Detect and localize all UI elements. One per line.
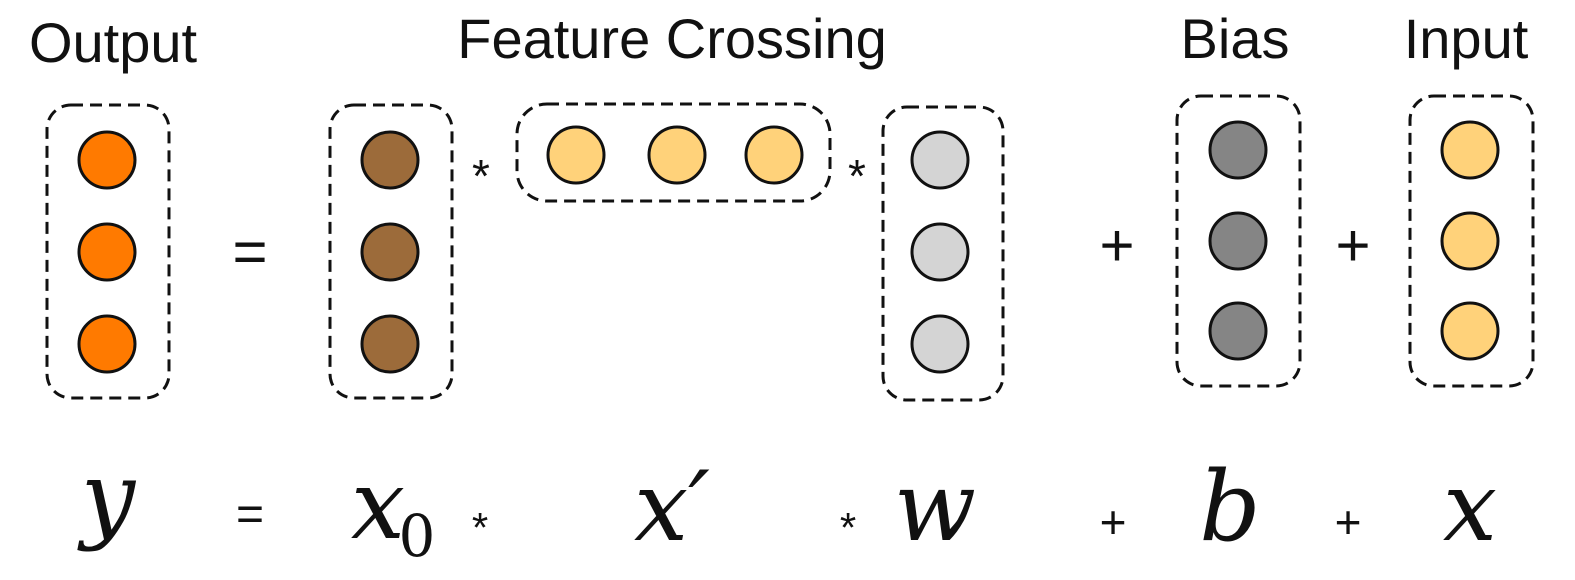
equation-x0-subscript: 0 <box>399 502 436 570</box>
equation-multiply-1: * <box>472 504 488 551</box>
plus-operator-2: + <box>1335 212 1370 279</box>
input-node-2 <box>1440 211 1500 271</box>
input-node-3 <box>1440 301 1500 361</box>
multiply-operator-1: * <box>472 150 490 202</box>
equation-x0-base: x <box>351 449 405 561</box>
w-vector-box <box>881 105 1005 402</box>
input-heading: Input <box>1404 7 1529 70</box>
output-node-2 <box>77 222 137 282</box>
input-vector <box>1408 94 1535 388</box>
x0-vector <box>328 103 454 400</box>
equation-w: w <box>894 451 976 563</box>
x-prime-node-2 <box>647 125 707 185</box>
x0-node-3 <box>360 314 420 374</box>
w-node-1 <box>910 130 970 190</box>
input-node-1 <box>1440 120 1500 180</box>
bias-vector-box <box>1175 94 1302 388</box>
input-vector-box <box>1408 94 1535 388</box>
output-node-1 <box>77 130 137 190</box>
bias-heading: Bias <box>1181 7 1290 70</box>
output-vector <box>45 103 171 400</box>
equals-operator: = <box>232 218 267 285</box>
x0-vector-box <box>328 103 454 400</box>
output-vector-box <box>45 103 171 400</box>
equation-plus-2: + <box>1335 496 1362 548</box>
x-prime-node-3 <box>744 125 804 185</box>
output-heading: Output <box>29 11 198 74</box>
output-node-3 <box>77 314 137 374</box>
equation-multiply-2: * <box>840 504 856 551</box>
plus-operator-1: + <box>1099 212 1134 279</box>
x-prime-vector <box>515 102 832 203</box>
x0-node-2 <box>360 222 420 282</box>
bias-vector <box>1175 94 1302 388</box>
w-node-2 <box>910 222 970 282</box>
equation-plus-1: + <box>1100 496 1127 548</box>
equation-b: b <box>1199 451 1260 563</box>
x0-node-1 <box>360 130 420 190</box>
multiply-operator-2: * <box>848 150 866 202</box>
w-node-3 <box>910 314 970 374</box>
x-prime-node-1 <box>546 125 606 185</box>
equation-equals: = <box>236 488 264 541</box>
equation-x-prime: x′ <box>634 451 710 563</box>
equation-x: x <box>1443 451 1497 563</box>
bias-node-3 <box>1208 301 1268 361</box>
feature-crossing-heading: Feature Crossing <box>457 7 887 70</box>
equation-y: y <box>77 441 137 553</box>
bias-node-1 <box>1208 120 1268 180</box>
w-vector <box>881 105 1005 402</box>
bias-node-2 <box>1208 211 1268 271</box>
